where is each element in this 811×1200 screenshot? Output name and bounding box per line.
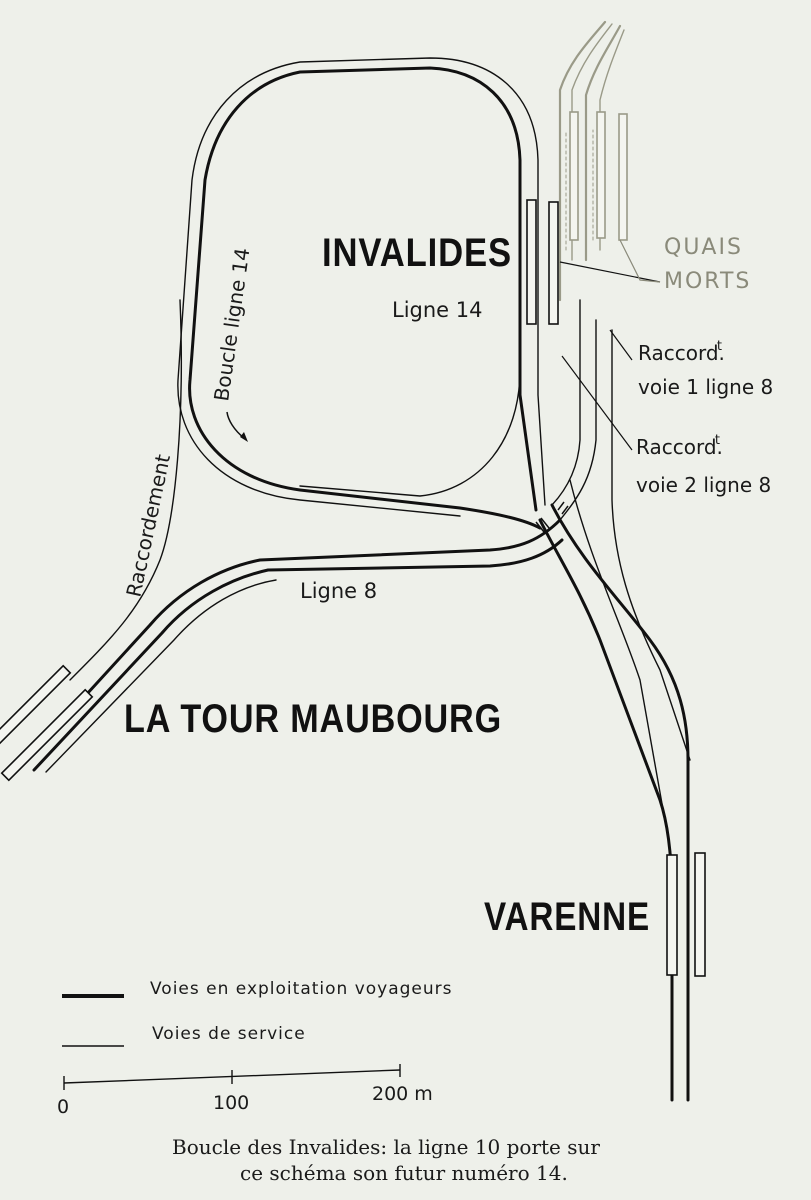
quai-mort-platform-2 [596,111,606,239]
loop-tracks [177,57,546,530]
scale-tick-0: 0 [57,1096,69,1118]
caption-line-2: ce schéma son futur numéro 14. [240,1161,568,1185]
south-thin-4 [551,299,581,506]
invalides-platform-1 [526,199,537,325]
legend-service-text: Voies de service [152,1024,306,1044]
raccord-1-line1: Raccord. [638,341,725,365]
loop-thick-track [188,66,542,530]
quai-mort-platform-3 [618,113,628,241]
loop-thin-track [177,57,546,517]
ligne8-tracks [20,518,564,773]
scale-tick-100: 100 [213,1092,249,1114]
label-raccord-2-line2: voie 2 ligne 8 [636,473,771,497]
loop-arrow [226,411,248,442]
south-thick-2 [550,503,690,1102]
south-thick-1 [538,518,674,1102]
caption-line-1: Boucle des Invalides: la ligne 10 porte … [172,1135,600,1159]
label-boucle-ligne-14: Boucle ligne 14 [209,246,254,402]
station-la-tour-maubourg: LA TOUR MAUBOURG [124,697,502,741]
maubourg-platform-1 [0,664,72,758]
station-varenne: VARENNE [484,895,650,939]
maubourg-platform-2 [0,688,94,782]
label-raccord-2: Raccord.t [636,433,723,459]
pointer-quais-morts [619,239,661,283]
label-ligne-14: Ligne 14 [392,298,483,322]
raccord-1-sup: t [717,339,722,354]
ligne8-thin [45,579,277,773]
pointer-raccord-1 [609,329,633,361]
legend-passenger-text: Voies en exploitation voyageurs [150,979,453,999]
south-thin-1 [569,479,673,861]
pointer-raccord-2 [561,355,633,451]
inner-loop-thin [299,369,521,497]
pointer-lines [559,239,661,451]
raccord-2-line1: Raccord. [636,435,723,459]
varenne-platform-2 [694,852,706,977]
invalides-platform-2 [548,201,559,325]
label-raccordement: Raccordement [121,452,175,599]
south-thin-2 [611,329,691,761]
label-raccord-1-line2: voie 1 ligne 8 [638,375,773,399]
legend: Voies en exploitation voyageurs Voies de… [62,979,453,1047]
ligne8-thick-2 [32,538,564,772]
varenne-tracks [538,299,691,1102]
pointer-ligne14 [559,261,661,283]
quais-morts-tracks [558,20,625,302]
south-thin-3 [559,319,597,521]
label-morts: MORTS [664,269,751,294]
station-invalides: INVALIDES [322,231,512,275]
label-ligne-8: Ligne 8 [300,579,377,603]
label-raccord-1: Raccord.t [638,339,725,365]
scale-tick-200: 200 m [372,1083,433,1105]
label-quais: QUAIS [664,235,743,260]
platforms [0,111,706,977]
raccord-2-sup: t [715,433,720,448]
crossing-marks [535,501,569,533]
scale-bar [63,1064,401,1090]
ligne8-thick-1 [20,518,562,767]
raccordement-track [69,299,183,681]
quai-mort-platform-1 [569,111,579,241]
varenne-platform-1 [666,854,678,976]
